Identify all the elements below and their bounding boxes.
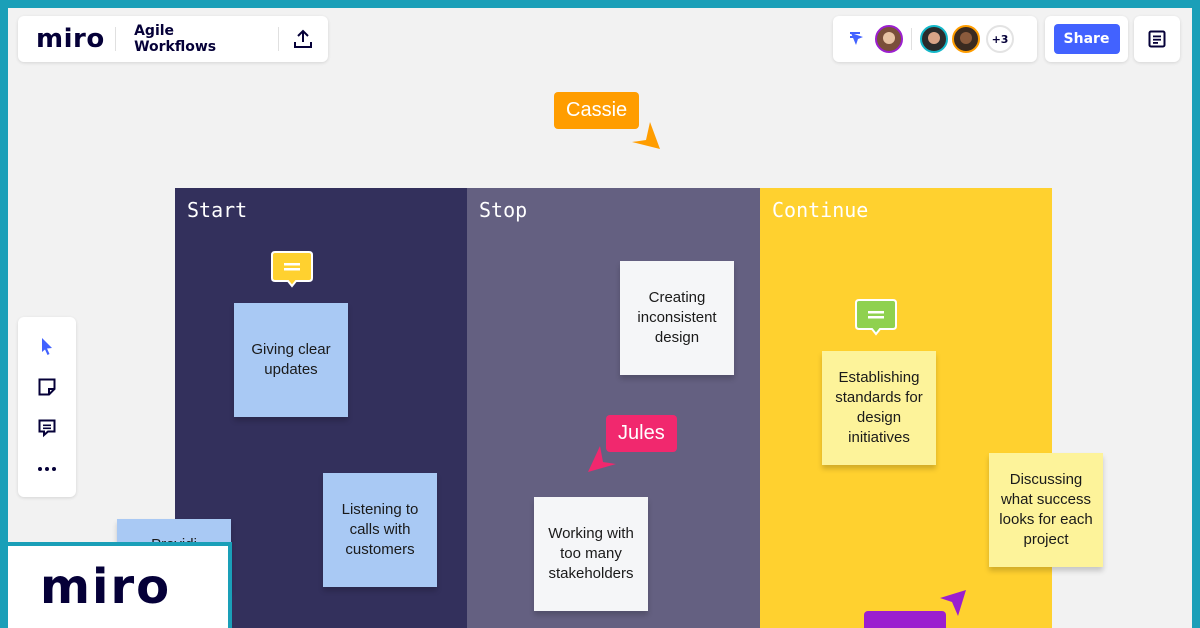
divider — [115, 27, 117, 51]
column-title-continue: Continue — [772, 198, 869, 222]
sticky-note[interactable]: Working with too many stakeholders — [534, 497, 648, 611]
cursor-pointer-icon — [632, 122, 660, 149]
collaborators-panel: +3 — [833, 16, 1037, 62]
share-panel: Share — [1045, 16, 1128, 62]
sticky-note-icon — [38, 378, 56, 396]
divider — [911, 28, 912, 50]
sticky-note[interactable]: Discussing what success looks for each p… — [989, 453, 1103, 567]
tool-bar — [18, 317, 76, 497]
board-title[interactable]: Agile Workflows — [134, 23, 217, 55]
divider — [277, 27, 279, 51]
cursor-label-cassie: Cassie — [554, 92, 640, 129]
upload-icon — [294, 29, 313, 48]
avatar[interactable] — [875, 25, 903, 53]
sticky-note[interactable]: Giving clear updates — [234, 303, 348, 417]
board-header: miro Agile Workflows — [18, 16, 328, 62]
more-horizontal-icon — [38, 467, 56, 471]
cursor-label-purple — [864, 611, 946, 628]
avatar[interactable] — [952, 25, 980, 53]
sticky-note[interactable]: Creating inconsistent design — [620, 261, 734, 375]
sticky-note-tool[interactable] — [32, 372, 62, 402]
cursor-label-jules: Jules — [606, 415, 677, 452]
column-title-stop: Stop — [479, 198, 528, 222]
sticky-note[interactable]: Establishing standards for design initia… — [822, 351, 936, 465]
comment-tool[interactable] — [32, 413, 62, 443]
comment-icon[interactable] — [271, 250, 313, 294]
brand-logo: miro — [40, 559, 172, 615]
comment-icon — [38, 419, 56, 438]
sticky-note[interactable]: Listening to calls with customers — [323, 473, 437, 587]
column-title-start: Start — [187, 198, 248, 222]
follow-cursor-icon[interactable] — [847, 29, 867, 49]
cursor-pointer-icon — [588, 446, 616, 472]
board-canvas[interactable]: Start Stop Continue Giving clear updates… — [8, 8, 1192, 628]
cursor-pointer-icon — [940, 590, 966, 616]
miro-logo[interactable]: miro — [36, 24, 105, 54]
export-button[interactable] — [279, 16, 328, 62]
more-collaborators-badge[interactable]: +3 — [986, 25, 1014, 53]
share-button[interactable]: Share — [1053, 24, 1120, 54]
avatar[interactable] — [920, 25, 948, 53]
select-tool[interactable] — [32, 331, 62, 361]
more-tools[interactable] — [32, 454, 62, 484]
notes-button[interactable] — [1134, 16, 1180, 62]
brand-logo-card: miro — [8, 542, 232, 628]
pointer-icon — [42, 338, 52, 355]
document-icon — [1148, 30, 1166, 48]
comment-icon[interactable] — [855, 298, 897, 342]
